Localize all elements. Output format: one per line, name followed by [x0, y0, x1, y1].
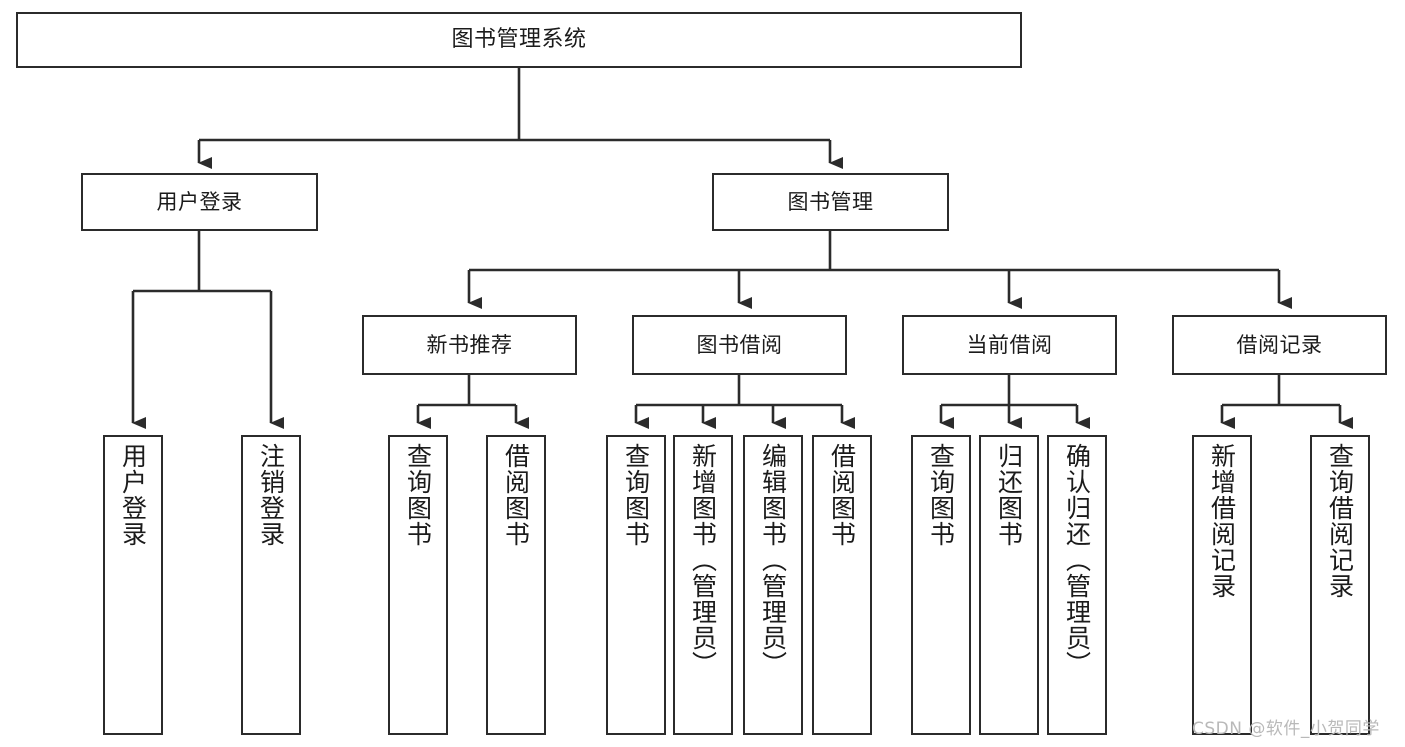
leaf-bw-add-book-label: 新增图书（管理员） — [688, 443, 718, 677]
csdn-watermark: CSDN @软件_小贺同学 — [1192, 719, 1380, 739]
leaf-user-login-label: 用户登录 — [118, 443, 148, 547]
node-root[interactable]: 图书管理系统 — [16, 12, 1022, 68]
leaf-bw-add-book[interactable]: 新增图书（管理员） — [673, 435, 733, 735]
node-book-borrow-label: 图书借阅 — [696, 332, 783, 357]
node-book-management[interactable]: 图书管理 — [712, 173, 949, 231]
leaf-cur-confirm-return[interactable]: 确认归还（管理员） — [1047, 435, 1107, 735]
node-user-login[interactable]: 用户登录 — [81, 173, 318, 231]
node-current-borrow[interactable]: 当前借阅 — [902, 315, 1117, 375]
node-new-book-recommend-label: 新书推荐 — [426, 332, 513, 357]
node-borrow-record[interactable]: 借阅记录 — [1172, 315, 1387, 375]
leaf-logout-label: 注销登录 — [256, 443, 286, 547]
leaf-nb-query-book-label: 查询图书 — [403, 443, 433, 547]
leaf-nb-borrow-book-label: 借阅图书 — [501, 443, 531, 547]
leaf-nb-query-book[interactable]: 查询图书 — [388, 435, 448, 735]
leaf-logout[interactable]: 注销登录 — [241, 435, 301, 735]
leaf-rec-query-record-label: 查询借阅记录 — [1325, 443, 1355, 599]
leaf-nb-borrow-book[interactable]: 借阅图书 — [486, 435, 546, 735]
leaf-cur-return-book[interactable]: 归还图书 — [979, 435, 1039, 735]
leaf-bw-edit-book[interactable]: 编辑图书（管理员） — [743, 435, 803, 735]
leaf-cur-query-book[interactable]: 查询图书 — [911, 435, 971, 735]
leaf-bw-borrow-book-label: 借阅图书 — [827, 443, 857, 547]
node-book-management-label: 图书管理 — [787, 189, 874, 214]
node-new-book-recommend[interactable]: 新书推荐 — [362, 315, 577, 375]
leaf-bw-edit-book-label: 编辑图书（管理员） — [758, 443, 788, 677]
leaf-bw-query-book[interactable]: 查询图书 — [606, 435, 666, 735]
node-borrow-record-label: 借阅记录 — [1236, 332, 1323, 357]
leaf-bw-borrow-book[interactable]: 借阅图书 — [812, 435, 872, 735]
leaf-cur-return-book-label: 归还图书 — [994, 443, 1024, 547]
leaf-rec-query-record[interactable]: 查询借阅记录 — [1310, 435, 1370, 735]
leaf-rec-add-record[interactable]: 新增借阅记录 — [1192, 435, 1252, 735]
leaf-cur-confirm-return-label: 确认归还（管理员） — [1062, 443, 1092, 677]
leaf-user-login[interactable]: 用户登录 — [103, 435, 163, 735]
node-root-label: 图书管理系统 — [451, 27, 587, 53]
node-user-login-label: 用户登录 — [156, 189, 243, 214]
leaf-cur-query-book-label: 查询图书 — [926, 443, 956, 547]
leaf-rec-add-record-label: 新增借阅记录 — [1207, 443, 1237, 599]
node-current-borrow-label: 当前借阅 — [966, 332, 1053, 357]
leaf-bw-query-book-label: 查询图书 — [621, 443, 651, 547]
node-book-borrow[interactable]: 图书借阅 — [632, 315, 847, 375]
